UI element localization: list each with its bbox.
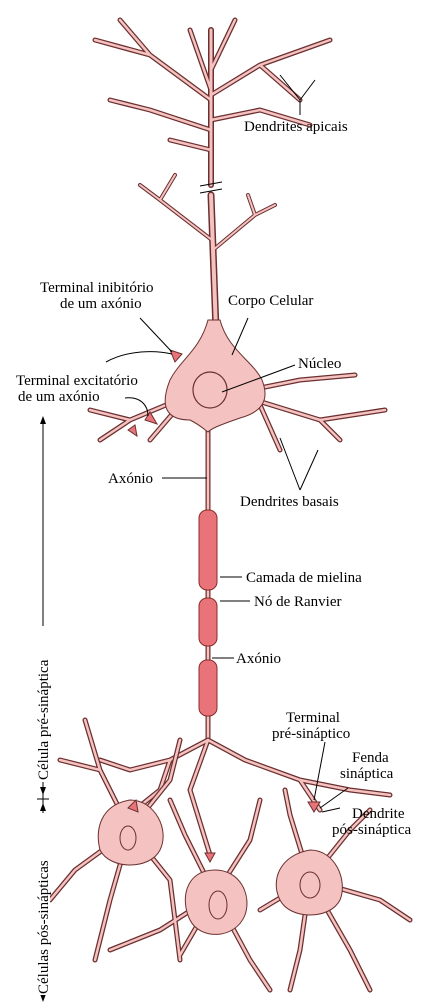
label-terminal-inibitorio-2: de um axónio — [60, 296, 142, 312]
myelin-segment-3 — [199, 660, 217, 716]
label-axonio-2: Axónio — [236, 651, 281, 667]
label-nucleo: Núcleo — [298, 356, 341, 372]
label-fenda-2: sináptica — [340, 766, 394, 782]
label-terminal-inibitorio-1: Terminal inibitório — [40, 280, 154, 296]
label-terminal-pre-1: Terminal — [286, 710, 340, 726]
label-dendrite-pos-2: pós-sináptica — [332, 822, 411, 838]
postsynaptic-cell-1 — [98, 800, 163, 865]
label-postsynaptic-cells: Células pós-sinápticas — [36, 860, 52, 994]
label-terminal-pre-2: pré-sináptico — [272, 726, 350, 742]
label-presynaptic-cell: Célula pré-sináptica — [36, 659, 52, 780]
cell-body — [165, 320, 265, 432]
label-dendrites-apicais: Dendrites apicais — [244, 119, 348, 135]
myelin-segment-2 — [199, 598, 217, 646]
label-dendrites-basais: Dendrites basais — [240, 494, 339, 510]
terminal-cap-2 — [205, 853, 215, 862]
label-terminal-excitatorio-1: Terminal excitatório — [16, 373, 138, 389]
label-corpo-celular: Corpo Celular — [228, 293, 313, 309]
label-terminal-excitatorio-2: de um axónio — [18, 389, 100, 405]
postsynaptic-cell-3 — [276, 850, 342, 915]
postsynaptic-cell-2 — [185, 870, 247, 934]
apical-dendrites — [95, 20, 330, 185]
side-annotations: Célula pré-sináptica Células pós-sinápti… — [36, 416, 52, 1002]
label-camada-mielina: Camada de mielina — [246, 570, 362, 586]
label-no-ranvier: Nó de Ranvier — [254, 594, 341, 610]
myelin-segment-1 — [199, 510, 217, 590]
label-fenda-1: Fenda — [352, 750, 389, 766]
label-axonio-1: Axónio — [108, 471, 153, 487]
label-dendrite-pos-1: Dendrite — [352, 806, 405, 822]
excitatory-terminal-2 — [128, 425, 137, 436]
